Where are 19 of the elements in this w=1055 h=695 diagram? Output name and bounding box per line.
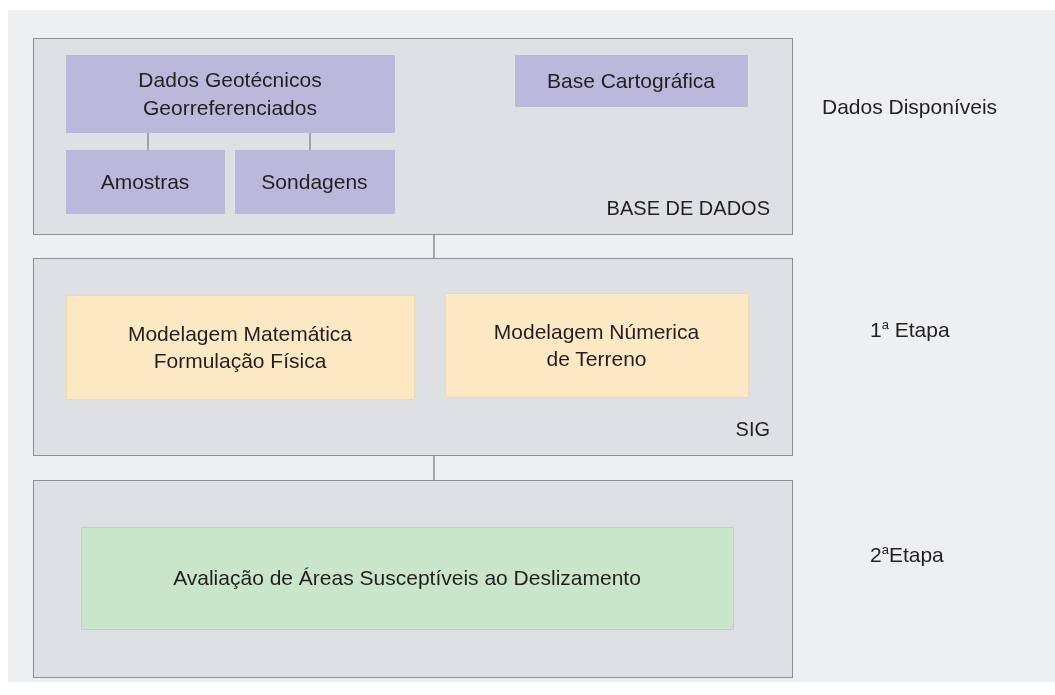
process-box: Dados Geotécnicos Georreferenciados <box>65 54 395 133</box>
connector-line <box>433 455 435 481</box>
panel <box>33 38 793 235</box>
stage-label: 1$^{a}$ Etapa <box>870 317 950 342</box>
connector-line <box>147 132 149 151</box>
process-box: Base Cartográfica <box>514 54 748 107</box>
panel-heading: BASE DE DADOS <box>606 197 770 220</box>
connector-line <box>433 234 435 259</box>
process-box: Modelagem Matemática Formulação Física <box>65 294 415 400</box>
connector-line <box>309 132 311 151</box>
process-box: Amostras <box>65 149 225 214</box>
panel-box <box>33 480 793 678</box>
stage-label: Dados Disponíveis <box>822 95 998 119</box>
process-box: Sondagens <box>234 149 395 214</box>
panel <box>33 258 793 456</box>
stage-label: 2$^{a}$Etapa <box>870 542 944 567</box>
process-box: Avaliação de Áreas Susceptíveis ao Deslizamento <box>80 526 734 630</box>
process-box: Modelagem Númerica de Terreno <box>444 292 749 398</box>
panel-heading: SIG <box>735 418 770 441</box>
